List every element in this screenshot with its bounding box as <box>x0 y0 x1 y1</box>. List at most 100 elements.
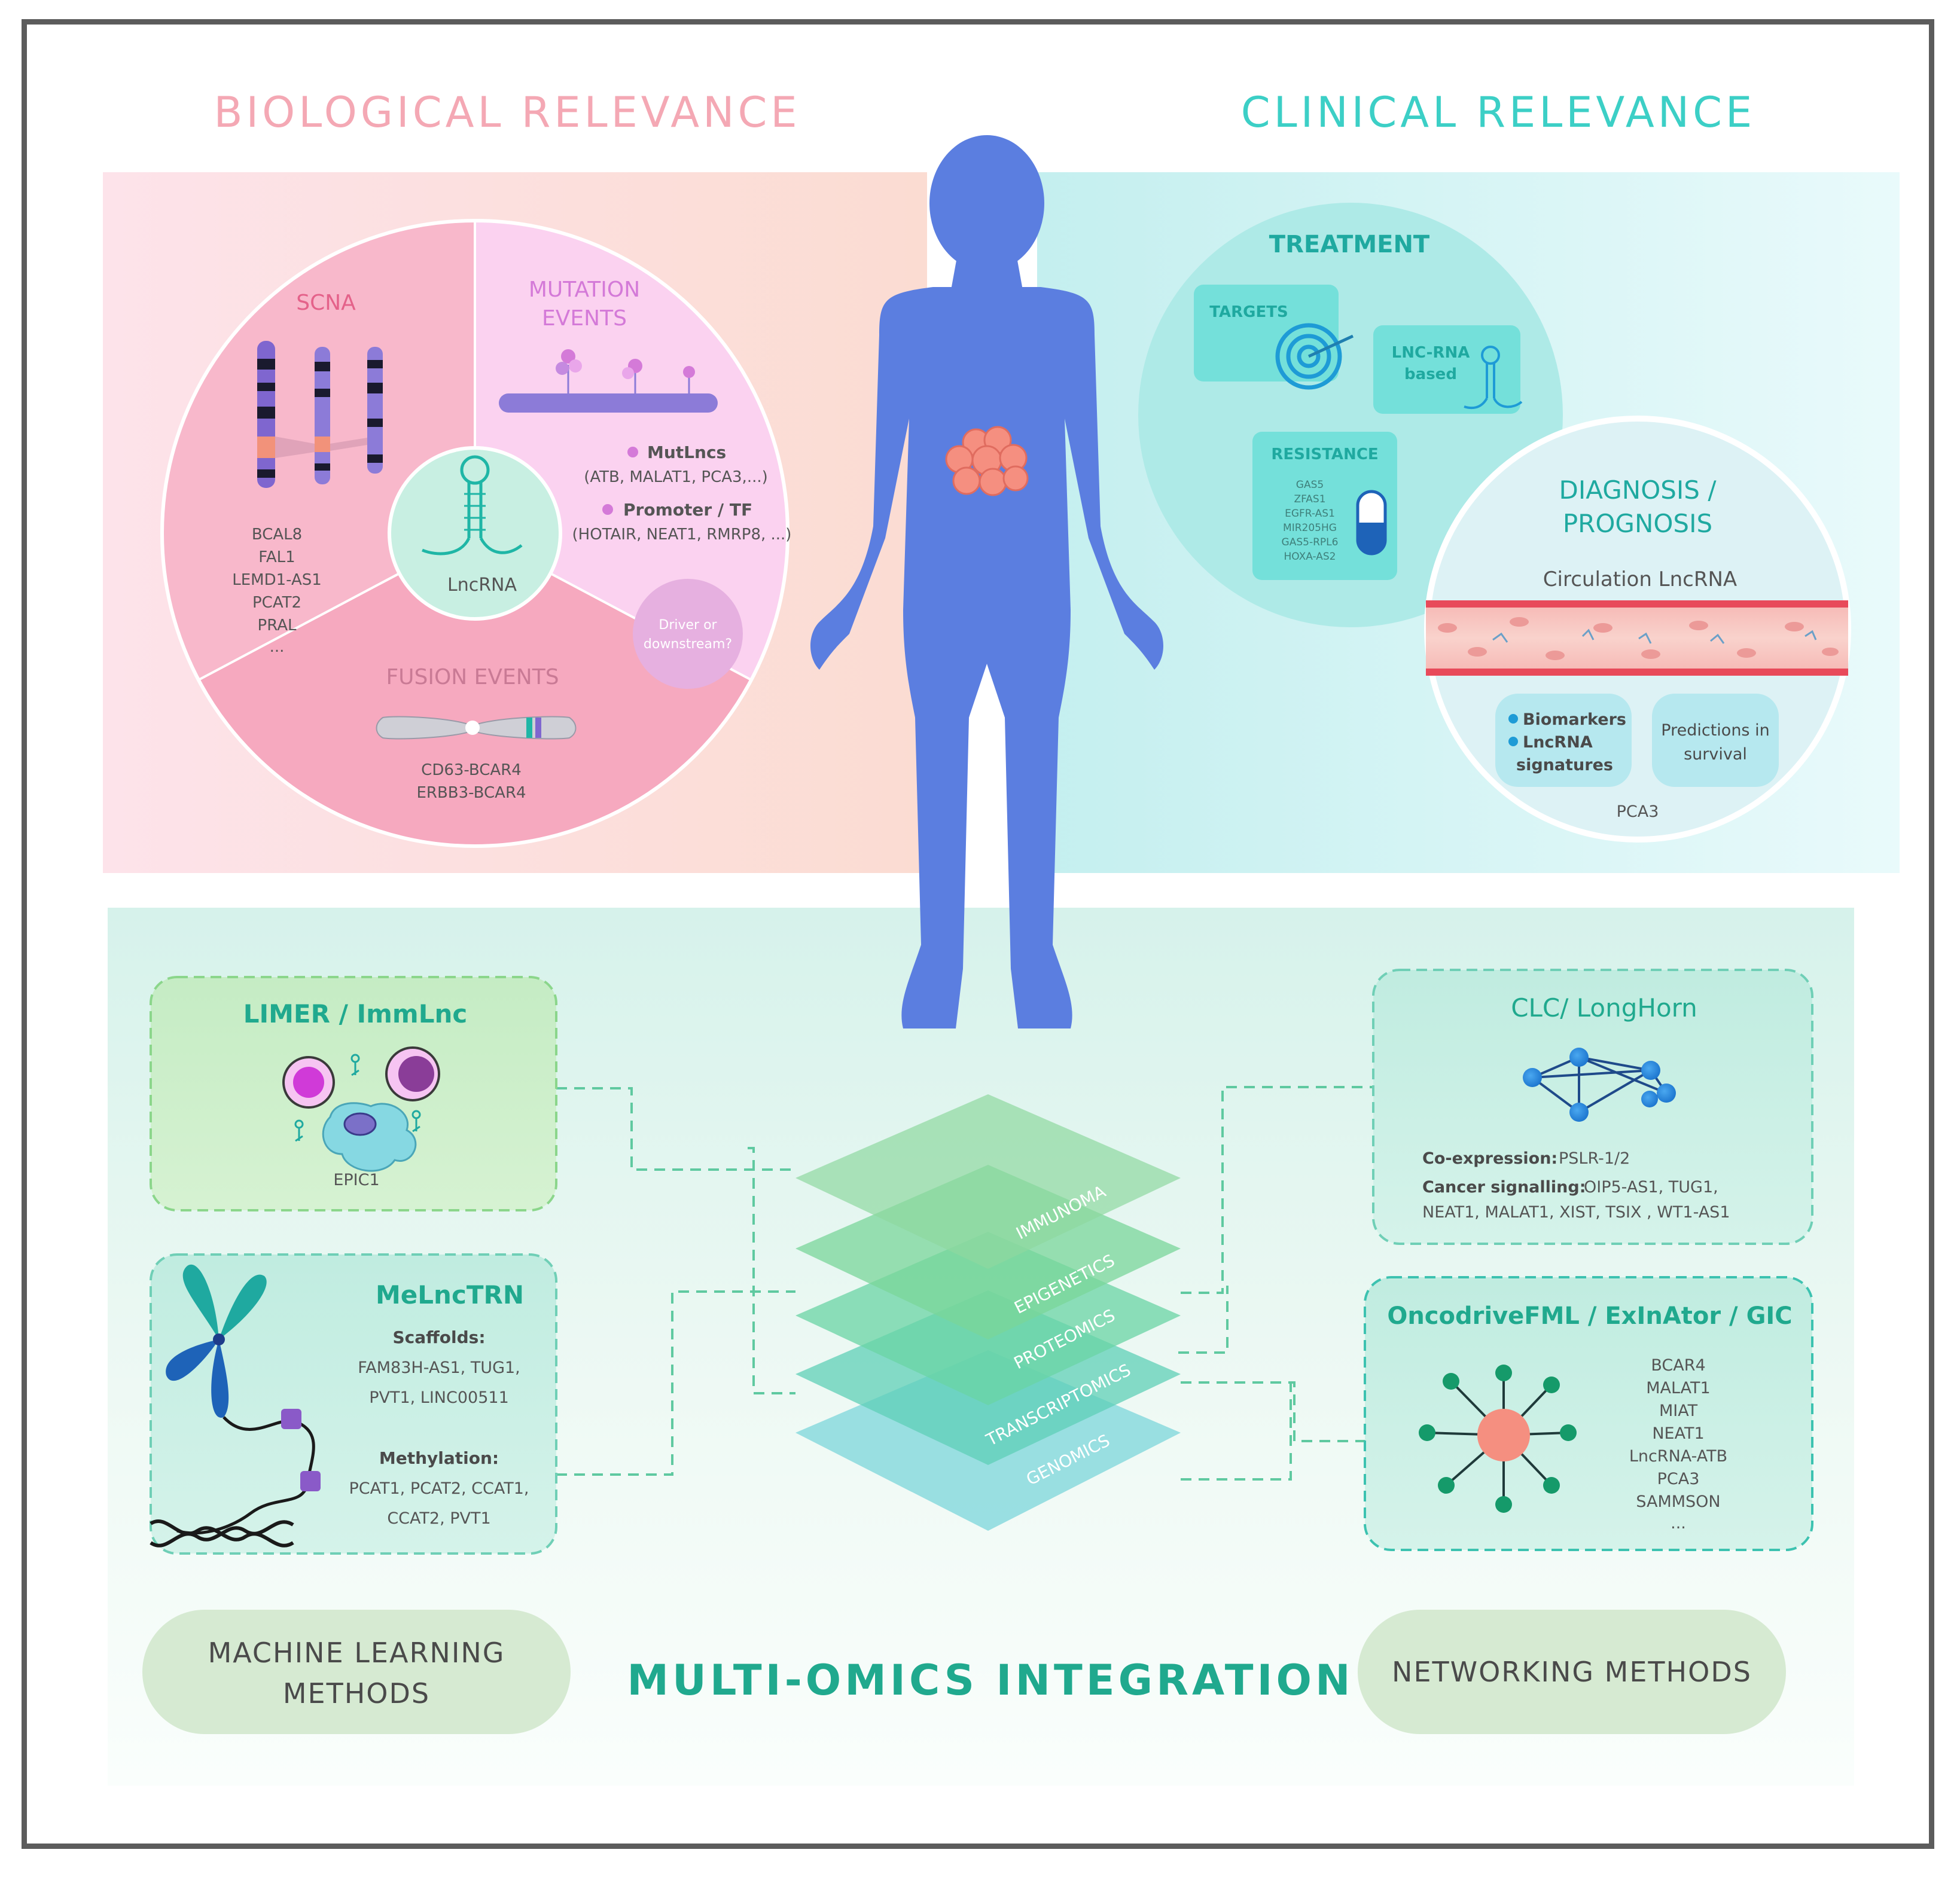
promoter-list: (HOTAIR, NEAT1, RMRP8, ...) <box>572 526 792 544</box>
cancer-signalling-genes-1: OIP5-AS1, TUG1, <box>1584 1178 1718 1197</box>
connector-lines <box>556 1086 1373 1481</box>
immune-cells-icon <box>282 1046 440 1172</box>
networking-label: NETWORKING METHODS <box>1392 1656 1752 1688</box>
oncodrive-box[interactable] <box>1364 1276 1813 1551</box>
lncrna-hairpin-small-icon <box>1464 346 1523 410</box>
lnc-rna-based-line2: based <box>1404 365 1457 383</box>
lncrna-center-circle <box>388 446 562 621</box>
network-graph-icon <box>1523 1048 1676 1122</box>
biomarkers-label: Biomarkers <box>1523 710 1626 729</box>
scaffolds-list-1: FAM83H-AS1, TUG1, <box>358 1359 520 1377</box>
machine-learning-line1: MACHINE LEARNING <box>208 1637 505 1669</box>
mutlncs-list: (ATB, MALAT1, PCA3,...) <box>584 468 768 486</box>
targets-label: TARGETS <box>1209 303 1288 321</box>
circulation-label: Circulation LncRNA <box>1543 567 1737 591</box>
lnc-rna-based-line1: LNC-RNA <box>1392 344 1470 362</box>
melnctrn-title: MeLncTRN <box>376 1280 524 1310</box>
resistance-gene: GAS5 <box>1296 479 1324 491</box>
pill-icon <box>1356 490 1387 556</box>
predictions-line1: Predictions in <box>1661 721 1769 740</box>
driver-line2: downstream? <box>644 637 732 652</box>
oncodrive-gene: SAMMSON <box>1636 1493 1720 1511</box>
driver-bubble <box>633 579 743 689</box>
lncrna-center-label: LncRNA <box>447 575 517 596</box>
oncodrive-gene: BCAR4 <box>1651 1356 1705 1375</box>
scaffolds-list-2: PVT1, LINC00511 <box>369 1388 509 1407</box>
scna-gene: PCAT2 <box>252 594 301 612</box>
oncodrive-gene: ... <box>1671 1514 1686 1533</box>
omics-layers <box>795 1094 1181 1531</box>
fusion-sector <box>199 533 751 846</box>
oncodrive-gene: LncRNA-ATB <box>1629 1447 1727 1466</box>
scna-gene: PRAL <box>258 616 297 634</box>
blood-vessel-icon <box>1426 600 1848 676</box>
diagnosis-title-line2: PROGNOSIS <box>1563 509 1712 538</box>
resistance-gene: ZFAS1 <box>1294 493 1325 505</box>
limer-box[interactable] <box>150 976 557 1211</box>
coexpression-genes: PSLR-1/2 <box>1559 1149 1630 1168</box>
fusion-gene: ERBB3-BCAR4 <box>416 784 526 802</box>
clinical-title: CLINICAL RELEVANCE <box>1241 88 1755 137</box>
lnc-rna-based-card[interactable] <box>1373 325 1520 414</box>
oncodrive-gene: MIAT <box>1659 1402 1698 1420</box>
biomarkers-bullet <box>1508 714 1518 724</box>
mutation-title-line2: EVENTS <box>542 306 627 331</box>
melnctrn-box[interactable] <box>150 1253 557 1555</box>
resistance-gene: EGFR-AS1 <box>1285 508 1335 520</box>
oncodrive-gene-list: BCAR4 MALAT1 MIAT NEAT1 LncRNA-ATB PCA3 … <box>1629 1356 1727 1533</box>
scna-gene: LEMD1-AS1 <box>232 571 322 589</box>
lncrna-signatures-bullet <box>1508 737 1518 746</box>
networking-pill[interactable] <box>1358 1610 1786 1734</box>
treatment-title: TREATMENT <box>1269 231 1430 258</box>
machine-learning-line2: METHODS <box>283 1677 430 1710</box>
biological-title: BIOLOGICAL RELEVANCE <box>214 88 800 137</box>
human-body-silhouette <box>810 135 1163 1028</box>
fusion-chromosome-icon <box>376 716 577 740</box>
resistance-gene: GAS5-RPL6 <box>1282 536 1339 548</box>
promoter-label: Promoter / TF <box>623 500 752 520</box>
targets-card[interactable] <box>1194 285 1339 381</box>
predictions-line2: survival <box>1684 745 1747 764</box>
oncodrive-gene: MALAT1 <box>1646 1379 1710 1397</box>
diagnosis-gene: PCA3 <box>1617 802 1659 821</box>
biomarkers-card[interactable] <box>1495 694 1632 787</box>
fusion-title: FUSION EVENTS <box>386 665 559 689</box>
target-icon <box>1275 323 1354 390</box>
machine-learning-pill[interactable] <box>142 1610 571 1734</box>
figure-border <box>22 19 1934 1849</box>
limer-gene: EPIC1 <box>333 1171 379 1189</box>
tumor-icon <box>945 426 1029 496</box>
scna-gene-list: BCAL8 FAL1 LEMD1-AS1 PCAT2 PRAL ... <box>232 526 322 656</box>
oncodrive-gene: PCA3 <box>1657 1470 1700 1488</box>
fusion-gene: CD63-BCAR4 <box>421 761 522 779</box>
oncodrive-gene: NEAT1 <box>1652 1424 1704 1443</box>
scna-gene: FAL1 <box>258 548 295 566</box>
scna-gene: BCAL8 <box>252 526 302 544</box>
layer-immunoma <box>795 1094 1181 1269</box>
scaffolds-label: Scaffolds: <box>392 1327 485 1347</box>
coexpression-label: Co-expression: <box>1422 1149 1557 1168</box>
cancer-signalling-genes-2: NEAT1, MALAT1, XIST, TSIX , WT1-AS1 <box>1422 1203 1730 1222</box>
resistance-label: RESISTANCE <box>1271 445 1378 463</box>
scna-gene: ... <box>270 638 285 656</box>
lncrna-signatures-line2: signatures <box>1516 756 1613 774</box>
resistance-gene-list: GAS5 ZFAS1 EGFR-AS1 MIR205HG GAS5-RPL6 H… <box>1282 479 1339 563</box>
lncrna-hairpin-icon <box>422 455 523 556</box>
resistance-gene: HOXA-AS2 <box>1284 551 1336 563</box>
methylation-list-2: CCAT2, PVT1 <box>387 1509 490 1528</box>
methylation-list-1: PCAT1, PCAT2, CCAT1, <box>349 1479 529 1498</box>
integration-title: MULTI-OMICS INTEGRATION <box>627 1656 1354 1705</box>
oncodrive-title: OncodriveFML / ExInAtor / GIC <box>1387 1302 1792 1330</box>
resistance-gene: MIR205HG <box>1283 522 1337 534</box>
cancer-signalling-label: Cancer signalling: <box>1422 1178 1586 1197</box>
clc-box[interactable] <box>1372 969 1813 1245</box>
predictions-card[interactable] <box>1652 694 1779 787</box>
hub-network-icon <box>1419 1365 1577 1513</box>
clc-title: CLC/ LongHorn <box>1511 993 1697 1023</box>
lncrna-signatures-line1: LncRNA <box>1523 733 1593 752</box>
mutation-title-line1: MUTATION <box>529 277 640 302</box>
mutlncs-label: MutLncs <box>647 442 726 462</box>
chromatin-dna-icon <box>150 1264 321 1548</box>
